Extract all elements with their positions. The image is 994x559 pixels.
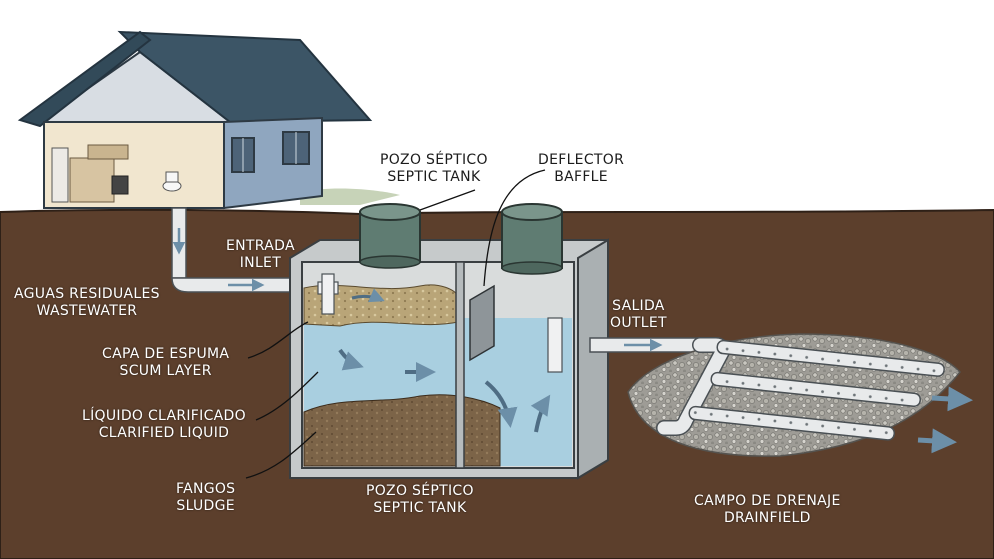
label-clarified-liquid-es: LÍQUIDO CLARIFICADO [82,408,246,424]
label-septic-tank-bottom-es: POZO SÉPTICO [366,483,474,499]
label-septic-tank-bottom-en: SEPTIC TANK [373,500,467,516]
house [17,30,373,210]
label-outlet-en: OUTLET [610,315,667,331]
label-inlet-en: INLET [239,255,282,271]
label-inlet: ENTRADA INLET [226,238,295,272]
label-sludge: FANGOS SLUDGE [176,481,235,515]
riser-lids [359,203,563,275]
label-wastewater-es: AGUAS RESIDUALES [14,286,160,302]
label-wastewater: AGUAS RESIDUALES WASTEWATER [14,286,160,320]
label-wastewater-en: WASTEWATER [36,303,138,319]
label-scum-layer-en: SCUM LAYER [119,363,212,379]
label-clarified-liquid: LÍQUIDO CLARIFICADO CLARIFIED LIQUID [82,408,246,442]
label-septic-tank-top: POZO SÉPTICO SEPTIC TANK [380,152,488,186]
grass-patch [300,188,400,205]
baffle-wall [455,261,465,469]
label-septic-tank-top-en: SEPTIC TANK [387,169,481,185]
label-baffle-en: BAFFLE [554,169,608,185]
septic-tank [289,238,609,480]
label-sludge-en: SLUDGE [176,498,235,514]
label-outlet-es: SALIDA [612,298,665,314]
leader-lines [245,169,546,479]
deflector-baffle [469,284,495,362]
label-drainfield-en: DRAINFIELD [723,510,811,526]
scum-layer [303,284,459,327]
label-septic-tank-bottom: POZO SÉPTICO SEPTIC TANK [366,483,474,517]
label-baffle: DEFLECTOR BAFFLE [538,152,624,186]
sludge-layer [303,394,501,467]
label-baffle-es: DEFLECTOR [538,152,625,168]
label-outlet: SALIDA OUTLET [610,298,667,332]
label-scum-layer-es: CAPA DE ESPUMA [102,346,230,362]
label-drainfield: CAMPO DE DRENAJE DRAINFIELD [694,493,841,527]
label-drainfield-es: CAMPO DE DRENAJE [694,493,841,509]
label-clarified-liquid-en: CLARIFIED LIQUID [98,425,230,441]
label-septic-tank-top-es: POZO SÉPTICO [380,152,488,168]
inlet-pipe [171,207,321,293]
label-inlet-es: ENTRADA [226,238,295,254]
drainfield [627,333,973,457]
label-sludge-es: FANGOS [176,481,236,497]
label-scum-layer: CAPA DE ESPUMA SCUM LAYER [102,346,229,380]
outlet-pipe [589,337,701,353]
